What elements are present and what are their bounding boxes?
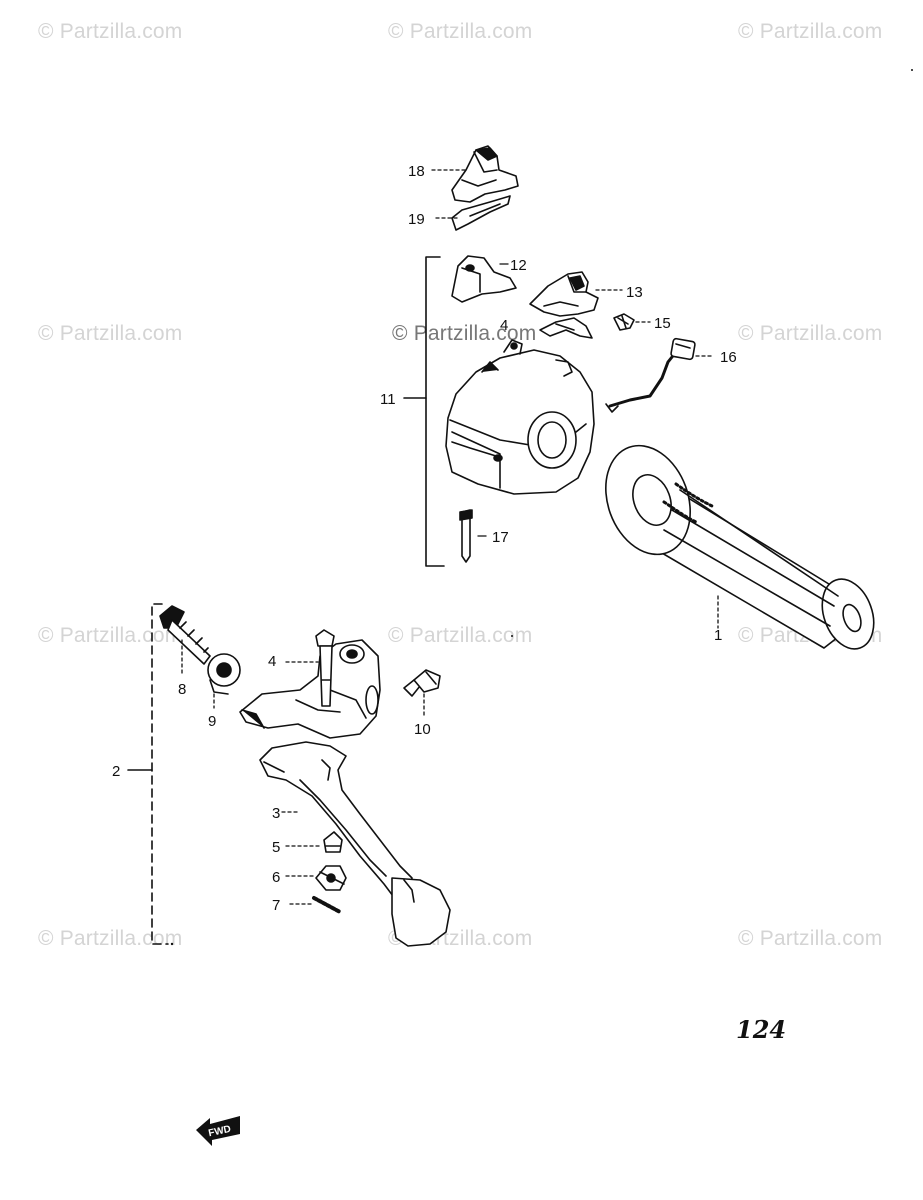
callout-4-upper: 4	[500, 317, 508, 334]
callout-3: 3	[272, 805, 280, 822]
part-9-lock-nut	[207, 653, 241, 695]
part-5-cap	[323, 831, 343, 853]
watermark: © Partzilla.com	[38, 20, 183, 43]
page-number: 124	[736, 1015, 786, 1044]
callout-4-lower: 4	[268, 653, 276, 670]
part-2-bracket	[127, 603, 169, 945]
callout-2: 2	[112, 763, 120, 780]
watermark-center: © Partzilla.com	[392, 322, 537, 345]
part-12-cover	[451, 255, 517, 303]
forward-arrow-label: FWD	[207, 1124, 232, 1139]
forward-arrow-icon: FWD	[196, 1116, 240, 1146]
callout-10: 10	[414, 721, 431, 738]
callout-15: 15	[654, 315, 671, 332]
callout-18: 18	[408, 163, 425, 180]
callout-labels: 18 19 12 13 4 15 16 11 17 1 4 8 9 10 2 3…	[112, 163, 737, 914]
part-13-switch-knob	[529, 271, 599, 317]
callout-7: 7	[272, 897, 280, 914]
part-7-screw	[312, 896, 342, 914]
part-11-switch-housing	[445, 339, 595, 495]
callout-12: 12	[510, 257, 527, 274]
part-1-handle-grip	[605, 444, 875, 650]
part-6-nut	[315, 865, 347, 891]
part-15-screw	[613, 313, 635, 331]
part-4-pivot-bolt	[315, 629, 335, 707]
watermark: © Partzilla.com	[738, 927, 883, 950]
callout-11: 11	[380, 391, 396, 408]
part-4-spring-upper	[539, 317, 593, 339]
callout-1: 1	[714, 627, 722, 644]
callout-9: 9	[208, 713, 216, 730]
watermark: © Partzilla.com	[38, 322, 183, 345]
callout-17: 17	[492, 529, 509, 546]
part-3-brake-lever	[259, 741, 451, 947]
watermark: © Partzilla.com	[38, 927, 183, 950]
part-17-screw	[459, 509, 473, 563]
part-11-bracket	[403, 256, 445, 567]
callout-5: 5	[272, 839, 280, 856]
callout-16: 16	[720, 349, 737, 366]
part-18-cover-top	[451, 145, 519, 203]
leader-lines	[181, 169, 719, 905]
callout-8: 8	[178, 681, 186, 698]
callout-13: 13	[626, 284, 643, 301]
part-2-lever-holder	[239, 639, 381, 739]
watermark: © Partzilla.com	[38, 624, 183, 647]
part-19-packing	[451, 195, 511, 231]
part-16-switch-cable	[605, 337, 696, 413]
watermark: © Partzilla.com	[738, 20, 883, 43]
watermark: © Partzilla.com	[738, 322, 883, 345]
watermark: © Partzilla.com	[388, 624, 533, 647]
part-10-clamp-bolt	[403, 669, 441, 697]
part-8-adjuster-bolt	[159, 605, 211, 665]
watermark: © Partzilla.com	[388, 20, 533, 43]
callout-6: 6	[272, 869, 280, 886]
callout-19: 19	[408, 211, 425, 228]
